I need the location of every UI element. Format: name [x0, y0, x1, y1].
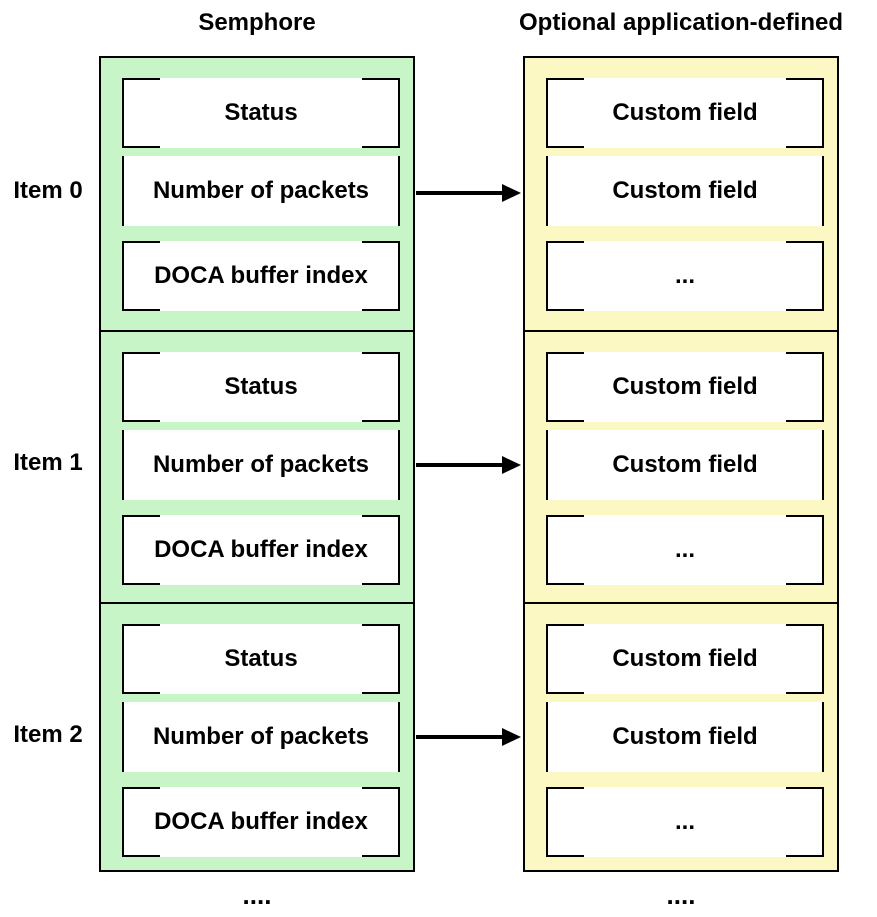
more-fields-placeholder: ...	[546, 241, 824, 311]
semaphore-continuation: ....	[242, 880, 272, 910]
more-fields-label: ...	[674, 536, 695, 563]
packet-count-field-label: Number of packets	[152, 723, 370, 750]
packet-count-field: Number of packets	[122, 702, 400, 772]
more-fields-label: ...	[674, 262, 695, 289]
semaphore-item-1: Status Number of packets DOCA buffer ind…	[101, 330, 413, 602]
custom-field: Custom field	[546, 78, 824, 148]
custom-field: Custom field	[546, 624, 824, 694]
app-item-1: Custom field Custom field ...	[525, 330, 837, 602]
custom-field-label: Custom field	[612, 723, 758, 750]
status-field-label: Status	[224, 645, 298, 672]
semaphore-header: Semphore	[198, 9, 316, 36]
status-field: Status	[122, 624, 400, 694]
application-defined-column: Custom field Custom field ... Custom fie…	[523, 56, 839, 872]
item-label-1: Item 1	[13, 449, 83, 476]
buffer-index-field: DOCA buffer index	[122, 787, 400, 857]
custom-field-label: Custom field	[612, 99, 758, 126]
custom-field: Custom field	[546, 352, 824, 422]
status-field-label: Status	[224, 373, 298, 400]
more-fields-placeholder: ...	[546, 515, 824, 585]
custom-field-label: Custom field	[612, 451, 758, 478]
arrow-icon	[416, 728, 521, 746]
custom-field-label: Custom field	[612, 177, 758, 204]
app-item-2: Custom field Custom field ...	[525, 602, 837, 874]
buffer-index-field: DOCA buffer index	[122, 241, 400, 311]
buffer-index-field-label: DOCA buffer index	[154, 262, 368, 289]
status-field: Status	[122, 352, 400, 422]
packet-count-field-label: Number of packets	[152, 177, 370, 204]
buffer-index-field: DOCA buffer index	[122, 515, 400, 585]
item-label-0: Item 0	[13, 177, 83, 204]
packet-count-field-label: Number of packets	[152, 451, 370, 478]
packet-count-field: Number of packets	[122, 156, 400, 226]
app-item-0: Custom field Custom field ...	[525, 58, 837, 330]
application-defined-header: Optional application-defined	[519, 9, 843, 36]
custom-field-label: Custom field	[612, 645, 758, 672]
buffer-index-field-label: DOCA buffer index	[154, 808, 368, 835]
more-fields-placeholder: ...	[546, 787, 824, 857]
semaphore-column: Status Number of packets DOCA buffer ind…	[99, 56, 415, 872]
packet-count-field: Number of packets	[122, 430, 400, 500]
custom-field: Custom field	[546, 702, 824, 772]
app-continuation: ....	[666, 880, 696, 910]
custom-field: Custom field	[546, 430, 824, 500]
arrow-icon	[416, 456, 521, 474]
semaphore-item-0: Status Number of packets DOCA buffer ind…	[101, 58, 413, 330]
custom-field: Custom field	[546, 156, 824, 226]
status-field-label: Status	[224, 99, 298, 126]
item-label-2: Item 2	[13, 721, 83, 748]
semaphore-item-2: Status Number of packets DOCA buffer ind…	[101, 602, 413, 874]
buffer-index-field-label: DOCA buffer index	[154, 536, 368, 563]
status-field: Status	[122, 78, 400, 148]
more-fields-label: ...	[674, 808, 695, 835]
custom-field-label: Custom field	[612, 373, 758, 400]
arrow-icon	[416, 184, 521, 202]
